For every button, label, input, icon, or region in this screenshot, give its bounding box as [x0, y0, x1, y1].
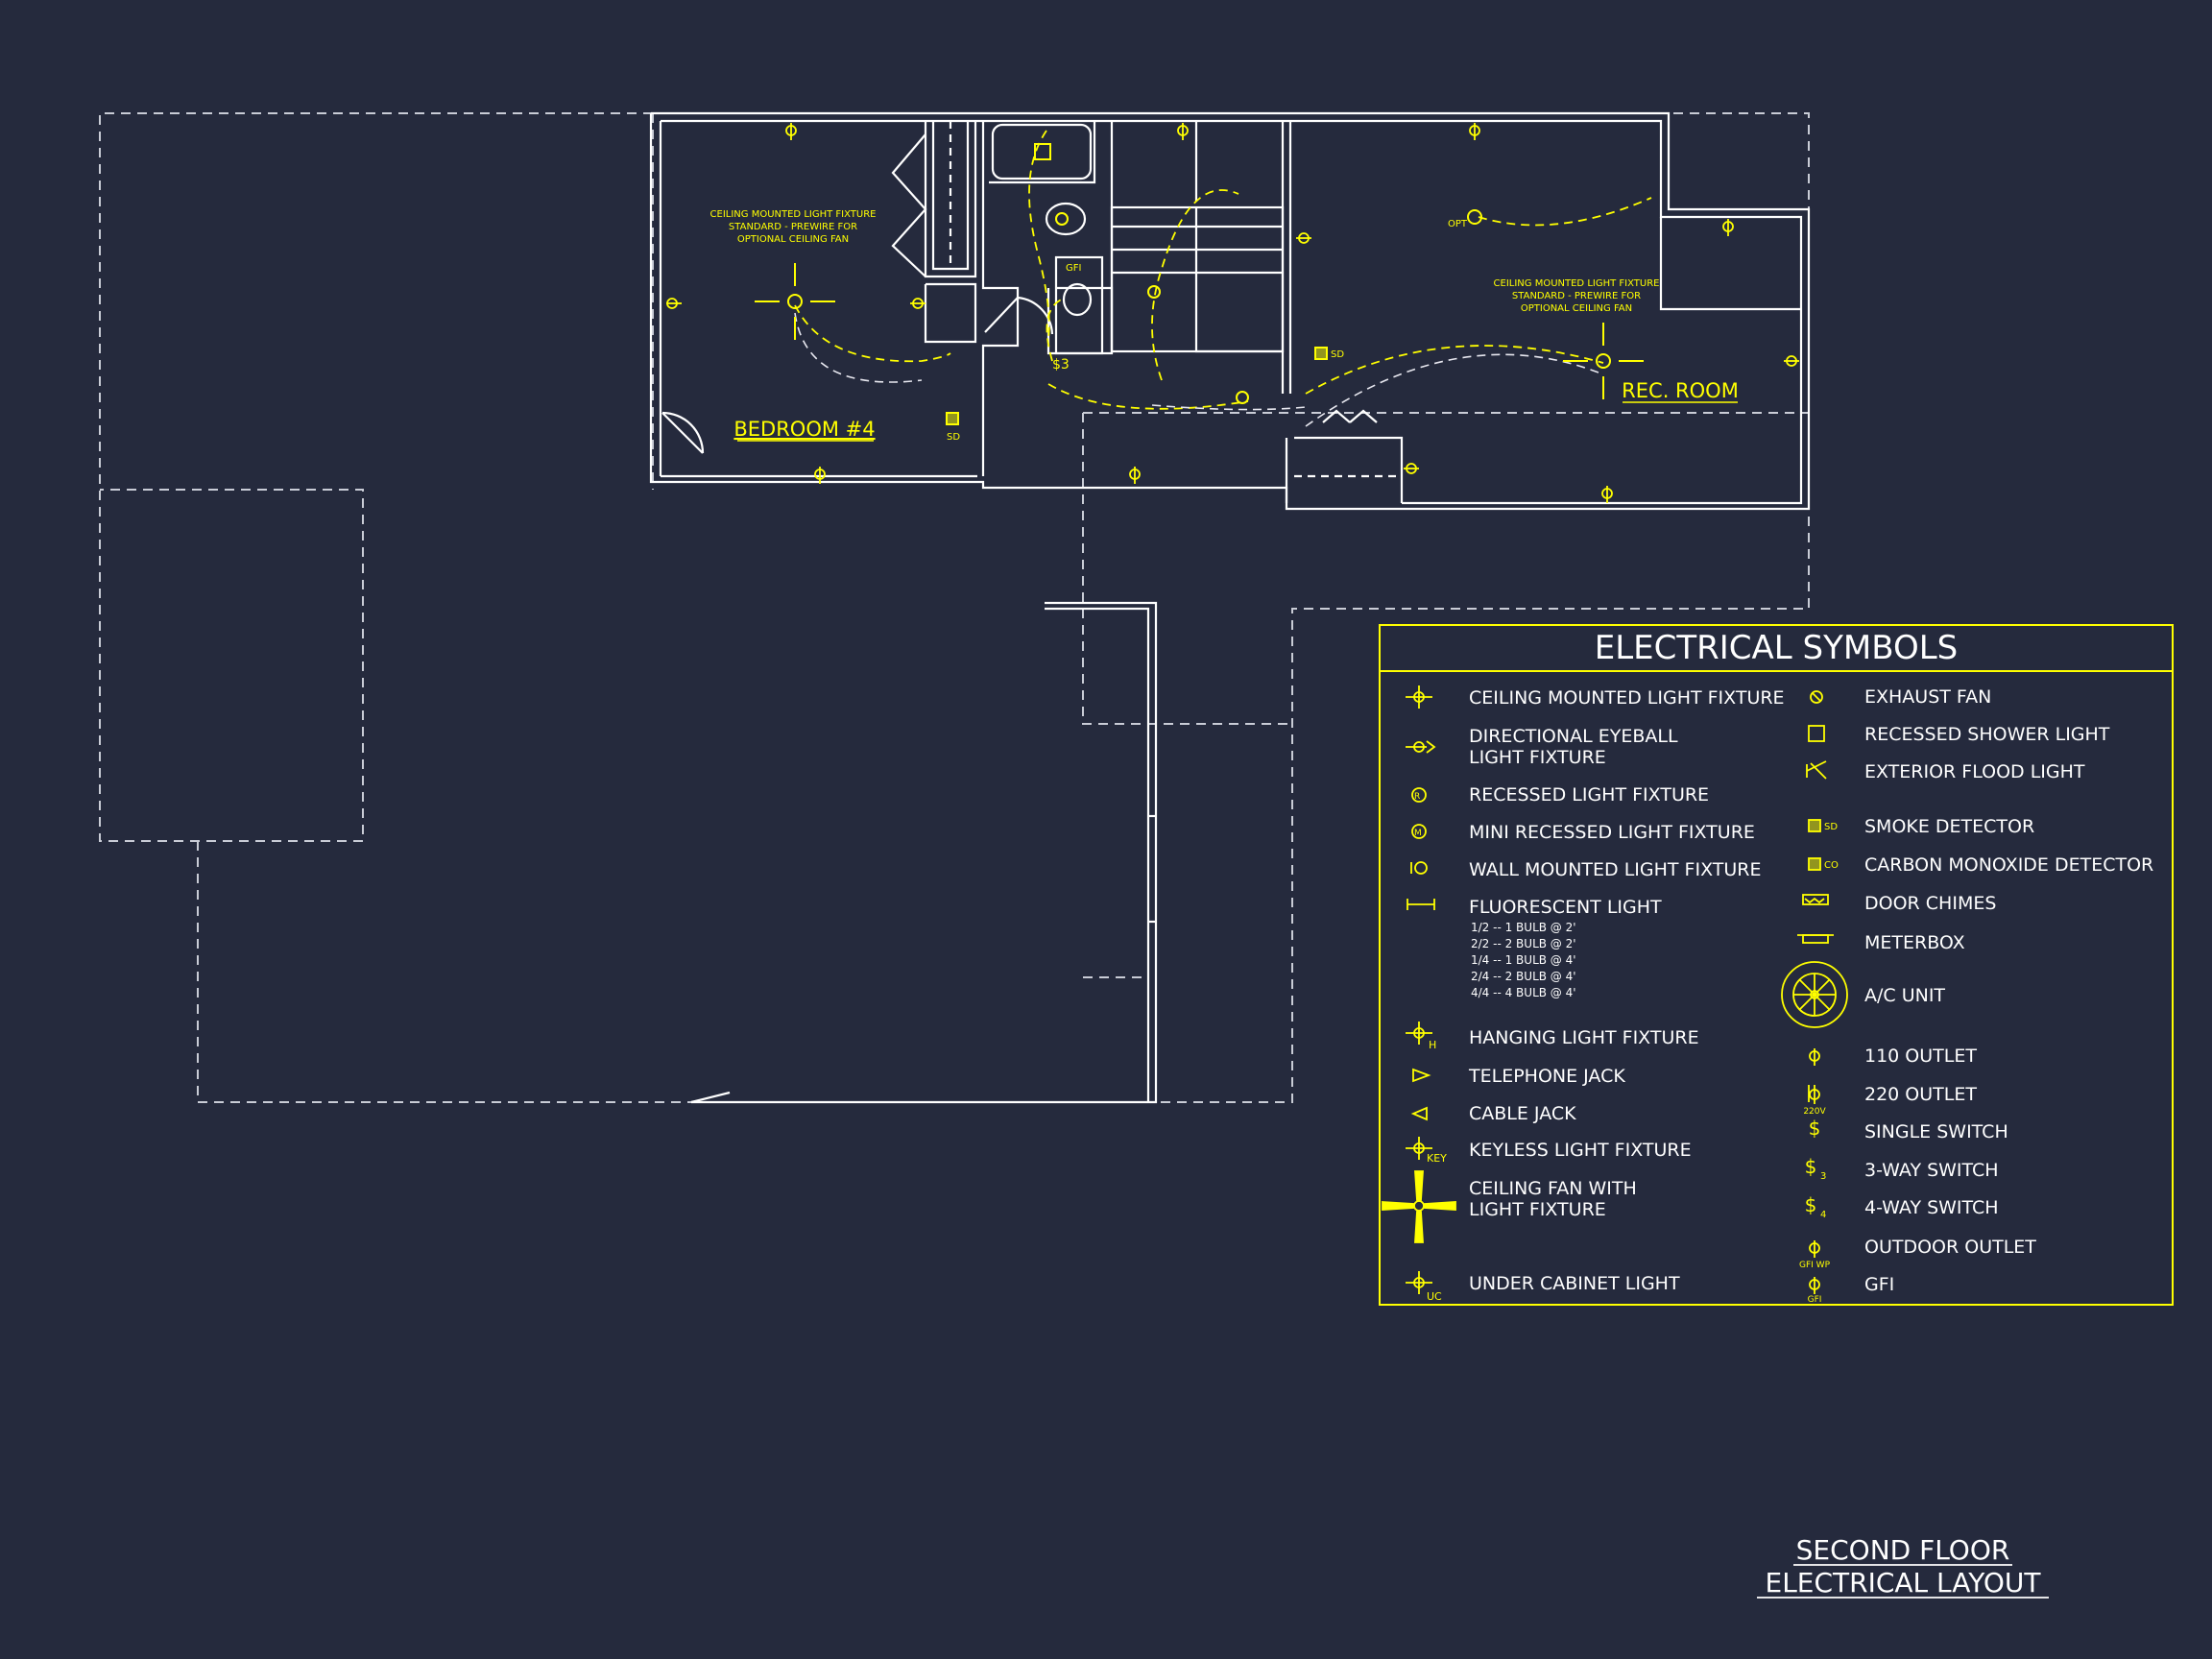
- legend-under-cabinet: UNDER CABINET LIGHT: [1469, 1273, 1680, 1294]
- legend-tag-key: KEY: [1427, 1152, 1447, 1165]
- legend-cable: CABLE JACK: [1469, 1103, 1576, 1124]
- legend-sym-single-switch: $: [1809, 1117, 1821, 1140]
- legend-ceiling-mounted: CEILING MOUNTED LIGHT FIXTURE: [1469, 687, 1785, 709]
- legend-3way-switch: 3-WAY SWITCH: [1864, 1160, 1999, 1181]
- rec-fixture-note-1: CEILING MOUNTED LIGHT FIXTURE: [1494, 278, 1660, 289]
- legend-tag-uc: UC: [1427, 1290, 1442, 1303]
- legend-sym-4way-sub: 4: [1820, 1210, 1826, 1220]
- legend-title: ELECTRICAL SYMBOLS: [1595, 629, 1959, 667]
- sheet-title-line-1: SECOND FLOOR: [1796, 1534, 2010, 1566]
- tag-sd-hall: SD: [1331, 349, 1344, 360]
- legend-fluorescent: FLUORESCENT LIGHT: [1469, 897, 1662, 918]
- legend-tag-gfi: GFI: [1808, 1295, 1822, 1305]
- legend-mini-recessed: MINI RECESSED LIGHT FIXTURE: [1469, 822, 1755, 843]
- legend-single-switch: SINGLE SWITCH: [1864, 1121, 2008, 1142]
- electrical-wiring-white: [794, 312, 1604, 427]
- legend-telephone: TELEPHONE JACK: [1468, 1066, 1625, 1087]
- legend-eyeball-2: LIGHT FIXTURE: [1469, 747, 1606, 768]
- tag-opt: OPT: [1448, 219, 1468, 229]
- rec-fixture-note-2: STANDARD - PREWIRE FOR: [1512, 291, 1641, 301]
- legend-hanging: HANGING LIGHT FIXTURE: [1469, 1027, 1699, 1048]
- legend-door-chimes: DOOR CHIMES: [1864, 893, 1996, 914]
- bedroom-fixture-note-3: OPTIONAL CEILING FAN: [737, 234, 849, 245]
- legend-tag-sd: SD: [1824, 822, 1838, 832]
- legend-keyless: KEYLESS LIGHT FIXTURE: [1469, 1140, 1692, 1161]
- legend-eyeball-1: DIRECTIONAL EYEBALL: [1469, 726, 1678, 747]
- sheet-title-line-2: ELECTRICAL LAYOUT: [1766, 1567, 2042, 1599]
- legend-fluor-sub-2: 2/2 -- 2 BULB @ 2': [1471, 937, 1576, 950]
- legend-sym-3way-sub: 3: [1820, 1171, 1826, 1182]
- legend-wall-mounted: WALL MOUNTED LIGHT FIXTURE: [1469, 859, 1761, 880]
- plan-fixtures: [666, 123, 1799, 503]
- legend-exhaust-fan: EXHAUST FAN: [1864, 686, 1991, 708]
- legend-recessed: RECESSED LIGHT FIXTURE: [1469, 784, 1709, 805]
- room-label-rec-room: REC. ROOM: [1622, 379, 1739, 402]
- legend-fan-2: LIGHT FIXTURE: [1469, 1199, 1606, 1220]
- legend-fan-1: CEILING FAN WITH: [1469, 1178, 1637, 1199]
- room-label-bedroom: BEDROOM #4: [733, 418, 875, 441]
- legend-tag-m: M: [1414, 829, 1422, 838]
- bedroom-fixture-note-1: CEILING MOUNTED LIGHT FIXTURE: [710, 209, 877, 220]
- tag-3way-switch: $3: [1052, 357, 1070, 373]
- legend-220-outlet: 220 OUTLET: [1864, 1084, 1977, 1105]
- legend-tag-220v: 220V: [1803, 1107, 1826, 1117]
- legend-fluor-sub-1: 1/2 -- 1 BULB @ 2': [1471, 921, 1576, 934]
- legend-tag-r: R: [1414, 792, 1420, 802]
- electrical-wiring: [794, 130, 1652, 410]
- legend-110-outlet: 110 OUTLET: [1864, 1046, 1977, 1067]
- legend-shower-light: RECESSED SHOWER LIGHT: [1864, 724, 2110, 745]
- plan-labels: CEILING MOUNTED LIGHT FIXTURE STANDARD -…: [710, 209, 1739, 443]
- legend-ac-unit: A/C UNIT: [1864, 985, 1945, 1006]
- lower-floor-outline: [99, 112, 1810, 1103]
- legend-4way-switch: 4-WAY SWITCH: [1864, 1197, 1999, 1218]
- legend-tag-h: H: [1429, 1039, 1436, 1051]
- legend-fluor-sub-3: 1/4 -- 1 BULB @ 4': [1471, 953, 1576, 967]
- bedroom-fixture-note-2: STANDARD - PREWIRE FOR: [729, 222, 857, 232]
- legend-flood-light: EXTERIOR FLOOD LIGHT: [1864, 761, 2085, 782]
- upper-floor-walls: [649, 111, 1811, 1104]
- legend-fluor-sub-5: 4/4 -- 4 BULB @ 4': [1471, 986, 1576, 999]
- legend-smoke-detector: SMOKE DETECTOR: [1864, 816, 2034, 837]
- tag-sd-bedroom: SD: [947, 432, 960, 443]
- legend-sym-4way: $: [1805, 1193, 1817, 1216]
- legend-tag-gfiwp: GFI WP: [1799, 1261, 1831, 1270]
- legend-sym-3way: $: [1805, 1155, 1817, 1178]
- legend-tag-co: CO: [1824, 860, 1839, 871]
- legend-gfi: GFI: [1864, 1274, 1894, 1295]
- rec-fixture-note-3: OPTIONAL CEILING FAN: [1521, 303, 1632, 314]
- legend-meterbox: METERBOX: [1864, 932, 1965, 953]
- legend-outdoor-outlet: OUTDOOR OUTLET: [1864, 1237, 2036, 1258]
- sheet-title: SECOND FLOOR ELECTRICAL LAYOUT: [1757, 1534, 2049, 1599]
- tag-gfi: GFI: [1066, 263, 1081, 274]
- legend-co-detector: CARBON MONOXIDE DETECTOR: [1864, 854, 2153, 876]
- legend-fluor-sub-4: 2/4 -- 2 BULB @ 4': [1471, 970, 1576, 983]
- electrical-symbols-legend: ELECTRICAL SYMBOLS H KEY UC R M CEILING …: [1379, 624, 2174, 1306]
